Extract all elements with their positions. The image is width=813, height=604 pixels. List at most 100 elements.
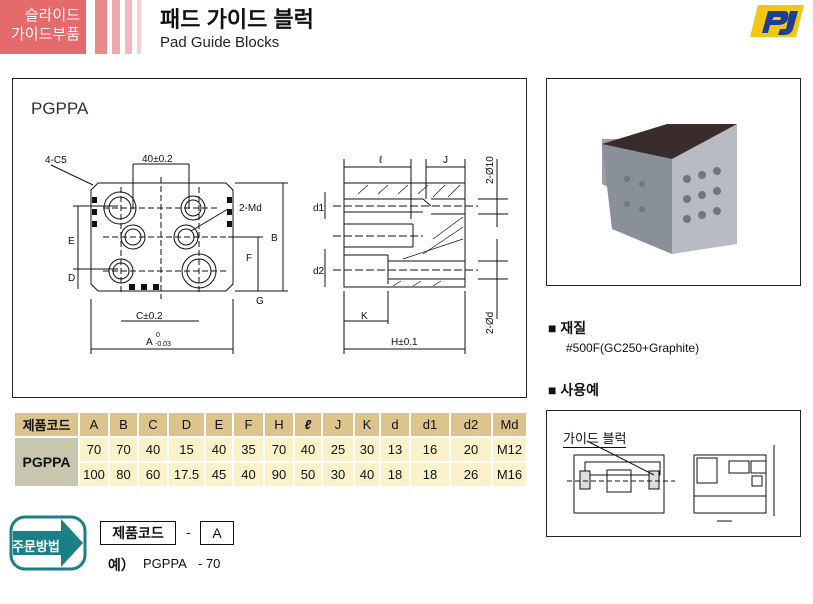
cell: 30 [355,438,379,461]
front-view-outline [90,182,234,292]
label-d: D [68,273,75,284]
order-method-badge [9,515,87,571]
header-h: H [265,413,293,436]
label-f: F [246,253,252,264]
cell: 13 [381,438,409,461]
header-e: E [206,413,232,436]
label-phid: 2-Ød [485,312,496,334]
cell: 45 [206,463,232,486]
label-e: E [68,236,75,247]
cell: 50 [295,463,321,486]
label-a-upper: 0 [156,332,160,339]
header-b: B [110,413,137,436]
label-d1: d1 [313,203,325,214]
cell: 40 [234,463,263,486]
header-d2: d2 [451,413,491,436]
table-header-row: 제품코드 A B C D E F H ℓ J K d d1 d2 Md [15,413,526,436]
cell: 40 [355,463,379,486]
spec-table: 제품코드 A B C D E F H ℓ J K d d1 d2 Md PGPP… [13,411,528,488]
cell: 70 [80,438,108,461]
cell: 70 [265,438,293,461]
usage-example-panel: 가이드 블럭 [546,410,801,537]
cell: 30 [323,463,353,486]
drawing-panel: PGPPA [12,78,527,398]
product-photo [602,124,737,254]
usage-diagram [567,440,775,522]
header-k: K [355,413,379,436]
cell: 25 [323,438,353,461]
label-phi10: 2-Ø10 [485,156,496,184]
cell: 26 [451,463,491,486]
header-l: ℓ [295,413,321,436]
cell: M12 [493,438,526,461]
label-tap: 2-Md [239,203,262,214]
example-code: PGPPA [143,556,187,571]
header-d1: d1 [411,413,449,436]
order-code-box: 제품코드 [100,521,176,545]
cell: 40 [206,438,232,461]
stripe [125,0,132,54]
material-value: #500F(GC250+Graphite) [566,341,700,355]
header-code: 제품코드 [15,413,78,436]
header-c: C [139,413,167,436]
label-a: A [146,337,153,348]
cell: 90 [265,463,293,486]
cell: 35 [234,438,263,461]
order-size-box: A [200,521,234,545]
cell: 20 [451,438,491,461]
brand-logo [750,5,804,37]
label-c: C±0.2 [136,311,163,322]
cell: 15 [169,438,204,461]
product-photo-panel [546,78,801,286]
page-title: 패드 가이드 블럭 [160,7,314,32]
example-label: 예） [108,557,135,573]
cell: 100 [80,463,108,486]
cell: 16 [411,438,449,461]
category-line1: 슬라이드 [24,7,80,24]
usage-callout: 가이드 블럭 [563,428,627,448]
usage-heading: ■ 사용예 [548,382,599,398]
order-method-label: 주문방법 [12,539,60,554]
label-b: B [271,233,278,244]
cell: 40 [139,438,167,461]
cell: M16 [493,463,526,486]
cell: 60 [139,463,167,486]
header-d-small: d [381,413,409,436]
stripe [112,0,120,54]
header-a: A [80,413,108,436]
label-g: G [256,296,264,307]
header-md: Md [493,413,526,436]
label-l: ℓ [379,155,383,166]
cell: 40 [295,438,321,461]
cell: 17.5 [169,463,204,486]
usage-heading-text: 사용예 [560,382,599,398]
label-k: K [361,311,368,322]
header-j: J [323,413,353,436]
stripe [137,0,141,54]
label-chamfer: 4-C5 [45,155,67,166]
order-dash: - [186,524,191,540]
category-line2: 가이드부품 [10,26,80,43]
material-heading-text: 재질 [560,320,587,336]
label-pitch: 40±0.2 [142,154,173,165]
cell: 18 [381,463,409,486]
cell: 18 [411,463,449,486]
label-d2: d2 [313,266,325,277]
product-code-cell: PGPPA [15,438,78,486]
header-d: D [169,413,204,436]
cell: 70 [110,438,137,461]
label-j: J [443,155,448,166]
technical-drawing: 4-C5 40±0.2 2-Md E D B F G C±0.2 A 0 -0.… [45,154,508,354]
material-heading: ■ 재질 [548,320,587,336]
example-suffix: - 70 [198,556,221,571]
cell: 80 [110,463,137,486]
label-a-lower: -0.03 [155,341,171,348]
header-f: F [234,413,263,436]
page-subtitle: Pad Guide Blocks [160,34,280,51]
stripe [95,0,107,54]
label-h: H±0.1 [391,337,418,348]
model-name: PGPPA [31,99,89,118]
